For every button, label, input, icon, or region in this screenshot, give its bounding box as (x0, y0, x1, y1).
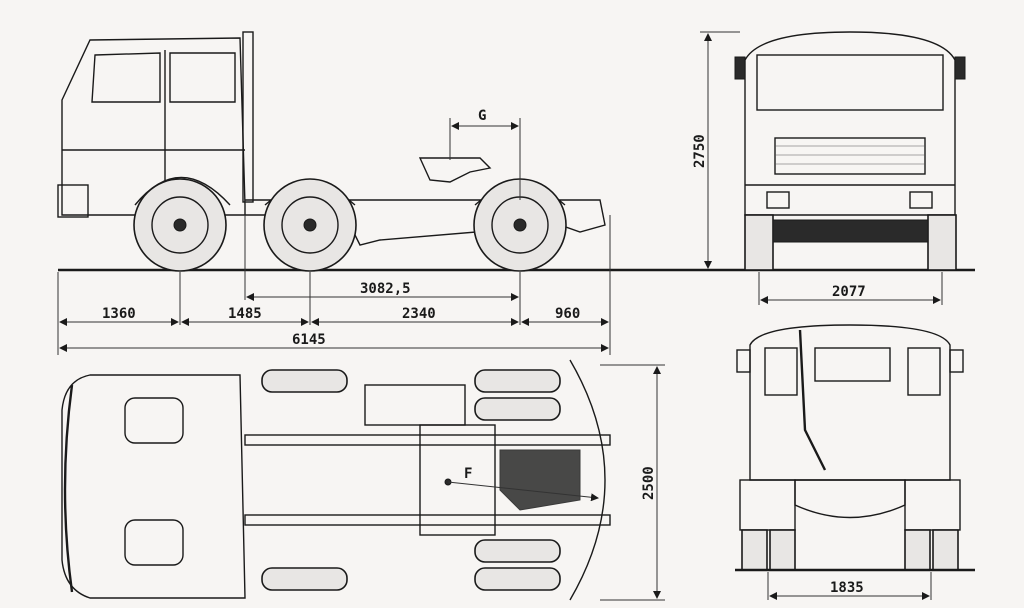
dimension-1835-label: 1835 (830, 580, 864, 596)
top-view: F 2500 (61, 359, 665, 601)
dimension-2340-label: 2340 (402, 306, 436, 322)
cab-top (61, 374, 246, 599)
exhaust-pipe (798, 329, 827, 471)
side-dimensions: 3082,5 1360 1485 2340 960 6145 (57, 215, 611, 355)
front-grille (774, 137, 926, 175)
dimension-1485-label: 1485 (228, 306, 262, 322)
front-view: 2750 2077 (692, 31, 966, 305)
dimension-2750-label: 2750 (692, 134, 708, 168)
dimension-6145-label: 6145 (292, 332, 326, 348)
fifth-wheel (418, 157, 492, 183)
dimension-2077-label: 2077 (832, 284, 866, 300)
point-f-label: F (464, 466, 472, 482)
dimension-1360-label: 1360 (102, 306, 136, 322)
side-view: G (57, 31, 606, 272)
rear-view: 1835 (735, 324, 975, 600)
dimension-960-label: 960 (555, 306, 580, 322)
dimension-g-label: G (478, 108, 486, 124)
front-bumper (57, 184, 89, 218)
wheel-mid (263, 178, 357, 272)
dimension-2500-label: 2500 (641, 466, 657, 500)
dimension-3082-label: 3082,5 (360, 281, 411, 297)
wheel-front (133, 178, 227, 272)
